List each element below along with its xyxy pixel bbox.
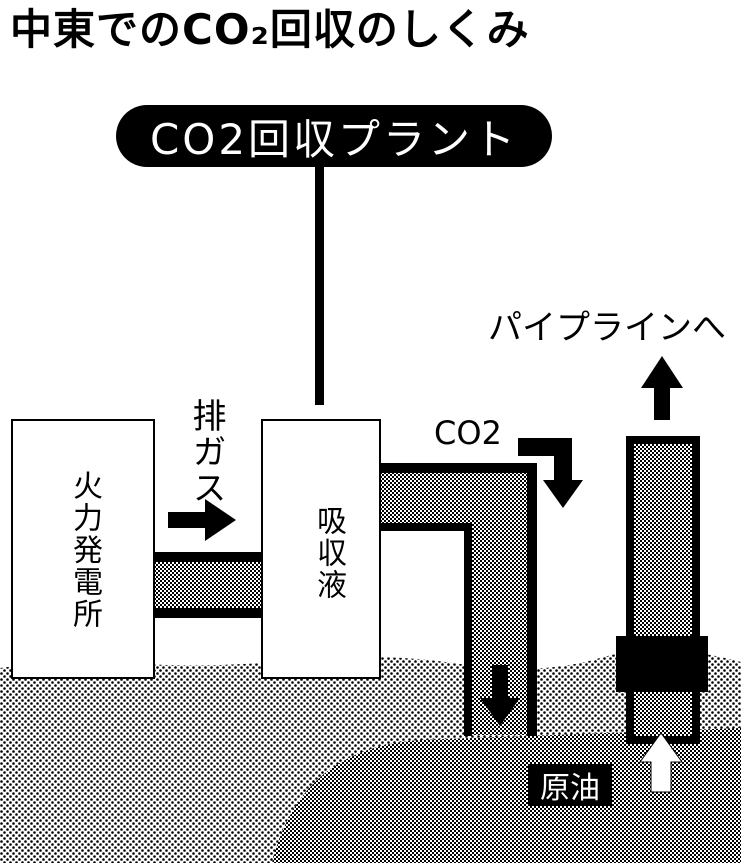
crude-oil-label-box: 原油 (528, 764, 612, 806)
exhaust-gas-label: 排ガス (186, 398, 226, 506)
injection-down-arrow (480, 665, 520, 726)
production-pipe (626, 436, 700, 744)
plant-label-text: CO2回収プラント (149, 114, 519, 164)
co2-duct-outer-wall (380, 463, 537, 736)
power-plant-box (11, 419, 155, 679)
power-plant-label: 火力発電所 (67, 470, 102, 630)
pipeline-label: パイプラインへ (488, 308, 726, 348)
exhaust-arrow (168, 499, 236, 541)
exhaust-duct-bottom (150, 608, 265, 618)
pipeline-up-arrow (641, 356, 683, 420)
wellhead-collar (616, 636, 708, 692)
plant-connector-line (315, 165, 324, 405)
page-title: 中東でのCO₂回収のしくみ (10, 5, 530, 54)
absorbent-tank-box (261, 419, 381, 679)
co2-bend-arrow (518, 438, 583, 508)
co2-capture-plant-label: CO2回収プラント (116, 105, 552, 167)
exhaust-duct-top (150, 552, 265, 562)
exhaust-duct-fill (150, 562, 265, 610)
co2-label: CO2 (434, 414, 502, 452)
oil-reservoir (272, 728, 741, 863)
absorbent-label: 吸収液 (311, 505, 346, 601)
crude-oil-label: 原油 (540, 771, 600, 806)
crude-up-arrow (639, 732, 683, 793)
co2-duct-inner-wall (380, 523, 472, 736)
